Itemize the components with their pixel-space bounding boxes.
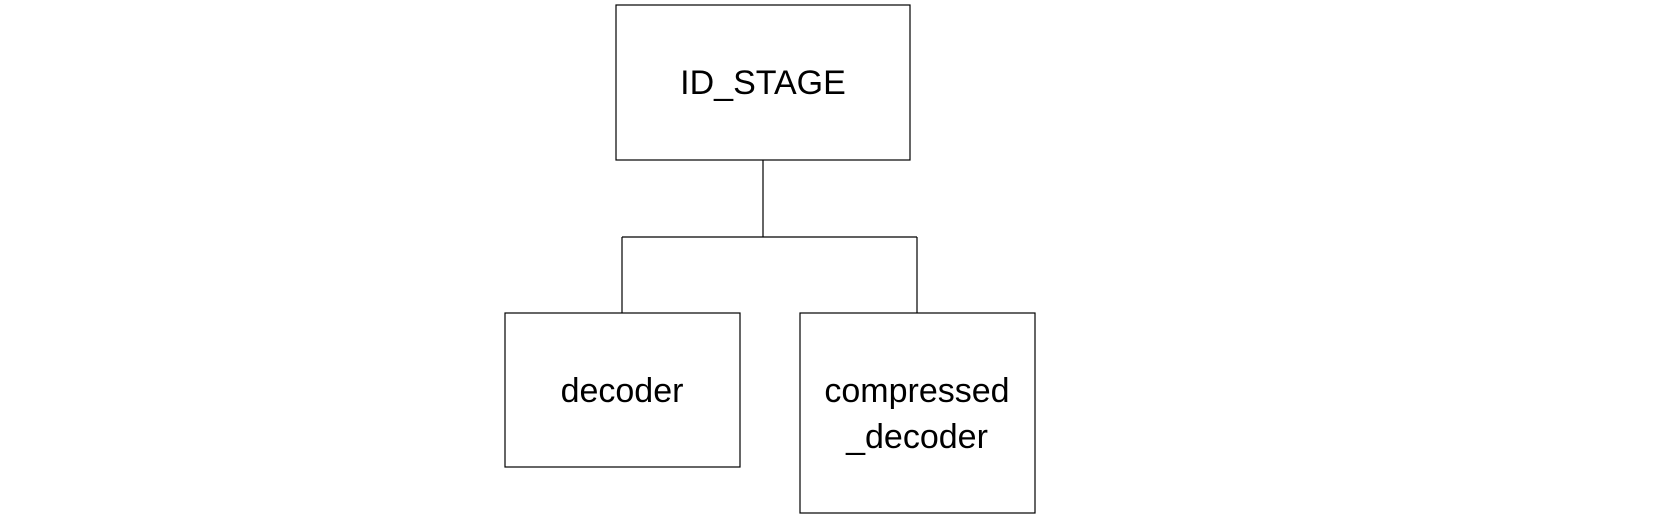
node-compressed-decoder-box	[799, 312, 1036, 514]
node-id-stage-box	[615, 4, 911, 161]
node-id-stage: ID_STAGE	[615, 4, 911, 161]
node-compressed-decoder-label-line1: compressed	[824, 372, 1009, 410]
node-decoder-box	[504, 312, 741, 468]
node-decoder: decoder	[504, 312, 741, 468]
node-compressed-decoder-label-line2: _decoder	[845, 418, 988, 456]
connectors	[621, 160, 918, 313]
node-compressed-decoder: compressed _decoder	[799, 312, 1036, 514]
node-decoder-label: decoder	[561, 372, 684, 410]
node-id-stage-label: ID_STAGE	[680, 64, 846, 102]
